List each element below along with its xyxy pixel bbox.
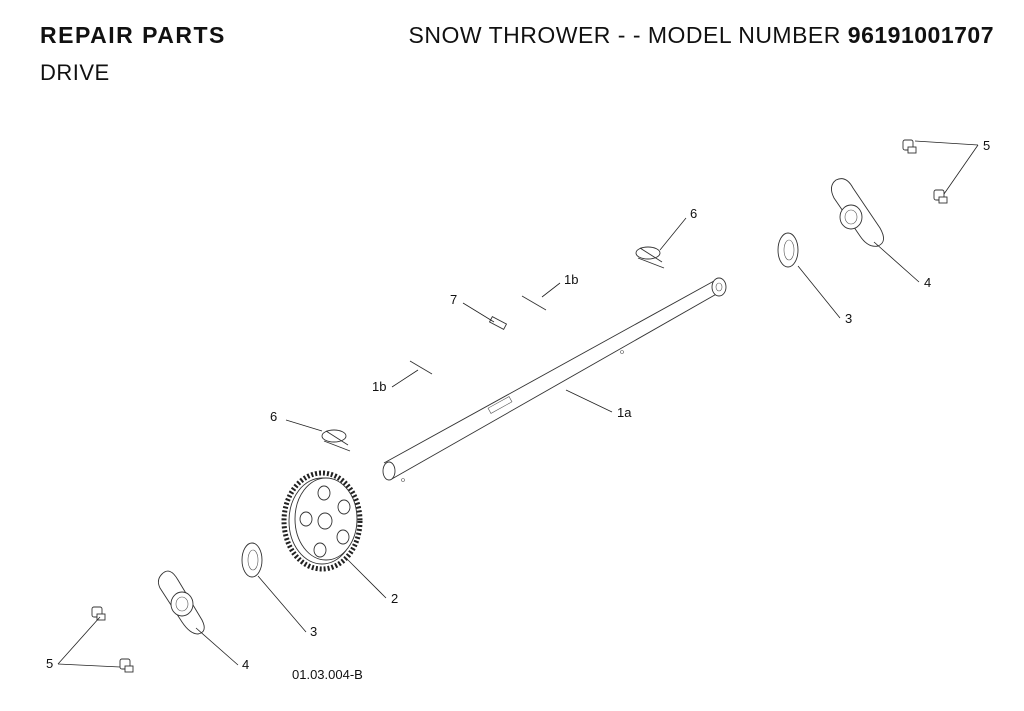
callout-5-bottom: 5 xyxy=(46,656,53,671)
model-header: SNOW THROWER - - MODEL NUMBER 9619100170… xyxy=(409,22,994,49)
callout-6-top: 6 xyxy=(690,206,697,221)
page-title: REPAIR PARTS xyxy=(40,22,226,48)
bolt-top-2-part xyxy=(933,189,948,204)
callout-6-left: 6 xyxy=(270,409,277,424)
bearing-plate-bottom-part xyxy=(157,570,205,635)
leader-lines xyxy=(57,140,979,668)
callout-4-top: 4 xyxy=(924,275,931,290)
clip-left-part xyxy=(321,429,351,452)
callout-1a: 1a xyxy=(617,405,632,420)
callout-4-bottom: 4 xyxy=(242,657,249,672)
key-part xyxy=(488,315,508,331)
bolt-bottom-2-part xyxy=(119,658,134,673)
pin-left-part xyxy=(409,360,433,375)
bolt-top-1-part xyxy=(902,139,917,154)
callout-3-bottom: 3 xyxy=(310,624,317,639)
callout-2: 2 xyxy=(391,591,398,606)
callout-5-top: 5 xyxy=(983,138,990,153)
bolt-bottom-1-part xyxy=(91,606,106,621)
section-subtitle: DRIVE xyxy=(40,60,110,85)
washer-bottom-part xyxy=(241,542,263,578)
bearing-plate-top-part xyxy=(831,178,884,247)
model-number: 96191001707 xyxy=(847,22,994,48)
pin-top-part xyxy=(521,295,547,311)
shaft-part xyxy=(382,277,727,482)
callout-7: 7 xyxy=(450,292,457,307)
callout-1b-top: 1b xyxy=(564,272,578,287)
washer-top-part xyxy=(777,232,799,268)
model-prefix: SNOW THROWER - - MODEL NUMBER xyxy=(408,22,848,48)
callout-1b-left: 1b xyxy=(372,379,386,394)
gear-part xyxy=(281,470,363,572)
callout-3-top: 3 xyxy=(845,311,852,326)
clip-top-part xyxy=(635,246,665,269)
diagram-reference: 01.03.004-B xyxy=(292,667,363,682)
